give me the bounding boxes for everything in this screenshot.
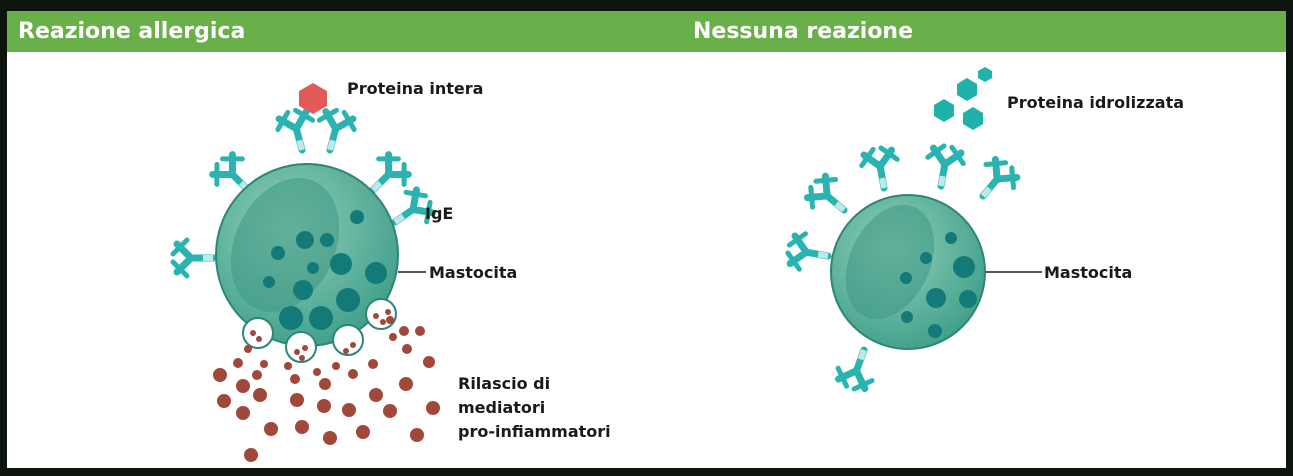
ige-icon [833, 344, 881, 394]
ige-icon [313, 107, 358, 155]
ige-icon [785, 231, 831, 273]
ige-label: IgE [425, 204, 454, 223]
right-mastocita-label: Mastocita [1044, 263, 1133, 282]
left-mediators [213, 309, 440, 462]
right-panel-title: Nessuna reazione [693, 19, 914, 44]
ige-icon [173, 240, 213, 276]
ige-icon [802, 170, 856, 223]
ige-icon [274, 107, 319, 155]
right-mast-cell [785, 67, 1042, 394]
ige-icon [859, 145, 901, 191]
left-granules [263, 210, 387, 330]
release-label-line-3: pro-infiammatori [458, 422, 611, 441]
hydrolyzed-protein-label: Proteina idrolizzata [1007, 93, 1185, 112]
hydrolyzed-protein-icon [934, 67, 992, 130]
whole-protein-icon [299, 83, 327, 114]
release-label-line-1: Rilascio di [458, 374, 551, 393]
release-label-line-2: mediatori [458, 398, 546, 417]
left-mast-cell [173, 83, 440, 462]
right-nucleus [845, 205, 935, 319]
right-granules [900, 232, 977, 338]
whole-protein-label: Proteina intera [347, 79, 484, 98]
left-dark-edge [0, 0, 7, 476]
left-panel-title: Reazione allergica [18, 19, 246, 44]
left-nucleus [230, 178, 340, 312]
left-mastocita-label: Mastocita [429, 263, 518, 282]
ige-icon [969, 154, 1022, 208]
right-dark-edge [1286, 0, 1293, 476]
ige-icon [923, 143, 965, 189]
header-bar [0, 11, 1293, 52]
